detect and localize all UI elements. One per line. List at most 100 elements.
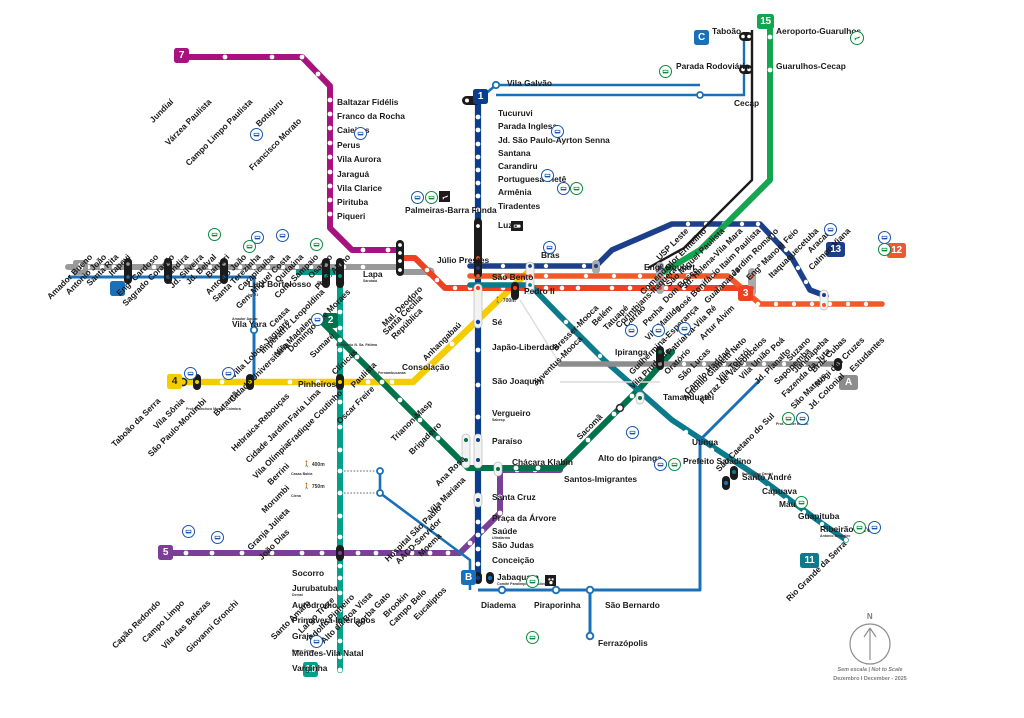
station-label: Santana [498,148,531,158]
emtu-bus-icon [243,240,256,253]
line-badge-2[interactable]: 2 [323,313,338,328]
station-label: Varginha [292,663,328,673]
station-label: São Bernardo [605,600,660,610]
station-label: Portuguesa-Tietê [498,174,567,184]
station-label: Franco da Rocha [337,111,405,121]
station-sublabel: Sabesp [492,418,505,422]
station-label: Vila Clarice [337,183,383,193]
emtu-bus-icon [668,458,681,471]
station-label: Utinga [692,437,719,447]
line-badge-4[interactable]: 4 [167,374,182,389]
line-badge-3[interactable]: 3 [738,286,753,301]
station-label: Vergueiro [492,408,531,418]
sptrans-bus-icon [543,241,556,254]
line-badge-8[interactable]: 8 [73,260,88,275]
station-label: Tiradentes [498,201,541,211]
sptrans-bus-icon [626,426,639,439]
sptrans-bus-icon [222,367,235,380]
station-label: Saúde [492,526,518,536]
sptrans-bus-icon [551,125,564,138]
station-label: Guarulhos-Cecap [776,61,846,71]
station-label: Japão-Liberdade [492,342,560,352]
station-label: Carandiru [498,161,538,171]
sptrans-bus-icon [182,525,195,538]
line-badge-C[interactable] [110,281,125,296]
sptrans-bus-icon [311,313,324,326]
sptrans-bus-icon [184,367,197,380]
station-sublabel: António Bespalec [820,534,851,538]
station-label: Santa Cruz [492,492,536,502]
station-sublabel: Bruno Covas [292,649,315,653]
station-label: Prefeito Saladino [683,456,752,466]
line-badge-5[interactable]: 5 [158,545,173,560]
station-label: Chácara Klabin [512,457,573,467]
station-label: Jabaquara [497,572,539,582]
compass-icon [849,623,891,665]
station-label: Jurubatuba [292,583,338,593]
line-badge-A[interactable]: B [461,570,476,585]
sptrans-bus-icon [310,635,323,648]
station-label: Pirituba [337,197,369,207]
station-label: Cecap [734,98,760,108]
emtu-bus-icon [425,191,438,204]
connector-grey [519,299,561,365]
station-label: São Judas [492,540,534,550]
emtu-bus-icon [782,412,795,425]
station-label: Aeroporto-Guarulhos [776,26,862,36]
line-9-stations [337,309,343,673]
station-label: Pinheiros [298,379,337,389]
sptrans-bus-icon [354,127,367,140]
line-badge-1[interactable]: 1 [473,89,488,104]
station-sublabel: Ultrafarma [492,536,510,540]
station-label: Luiz Bortolosso [248,279,312,289]
station-label: Piqueri [337,211,366,221]
emtu-bus-icon [310,238,323,251]
station-label: Lapa [363,269,383,279]
line-2-stations [337,337,635,471]
walk-distance-note: 🚶 750m [303,484,325,490]
transit-map: 7 1 2 3 4 5 8 10 11 12 13 15 A B C Jundi… [44,14,930,684]
station-label: Perus [337,140,361,150]
sptrans-bus-icon [276,229,289,242]
sptrans-bus-icon [541,169,554,182]
line-badge-13[interactable]: 15 [757,14,774,29]
network-diagram [65,27,885,673]
line-4-track [179,268,532,386]
park-icon [545,575,556,586]
line-badge-12[interactable]: 13 [826,242,845,257]
station-label: Paraíso [492,436,523,446]
station-label: Praça da Árvore [492,513,557,523]
station-label: Socorro [292,568,325,578]
station-sublabel: Prof. Francisco Morato Coimbra [186,407,241,411]
station-label: Baltazar Fidélis [337,97,399,107]
sptrans-bus-icon [878,231,891,244]
line-7-stations [183,54,391,253]
compass-rose: N Sem escala | Not to Scale Dezembro I D… [810,612,930,684]
station-label: Tamanduateí [663,392,715,402]
line-badge-7[interactable]: 7 [174,48,189,63]
sptrans-bus-icon [824,223,837,236]
line-badge-10[interactable]: 11 [800,553,819,568]
station-label: Guapituba [798,511,840,521]
station-label: Jaraguá [337,169,370,179]
station-label: Primavera-Interlagos [292,615,376,625]
line-12-track [467,221,829,299]
station-label: Caieiras [337,125,370,135]
emtu-bus-icon [208,228,221,241]
north-label: N [866,612,874,621]
sptrans-bus-icon [678,322,691,335]
line-badge-11[interactable]: 12 [887,243,906,258]
sptrans-bus-icon [411,191,424,204]
station-sublabel: Prof. Celso Daniel [742,472,773,476]
sptrans-bus-icon [211,531,224,544]
line-A-track [478,378,762,636]
line-badge-9[interactable]: 10 [303,662,318,677]
line-badge-15[interactable]: A [839,375,858,390]
date-note: Dezembro I December - 2025 [833,675,907,682]
emtu-bus-icon [878,243,891,256]
line-badge-B[interactable]: C [694,30,709,45]
sptrans-bus-icon [526,631,539,644]
station-label: São Bento [492,272,534,282]
station-label: Vila Galvão [507,78,553,88]
sptrans-bus-icon [868,521,881,534]
